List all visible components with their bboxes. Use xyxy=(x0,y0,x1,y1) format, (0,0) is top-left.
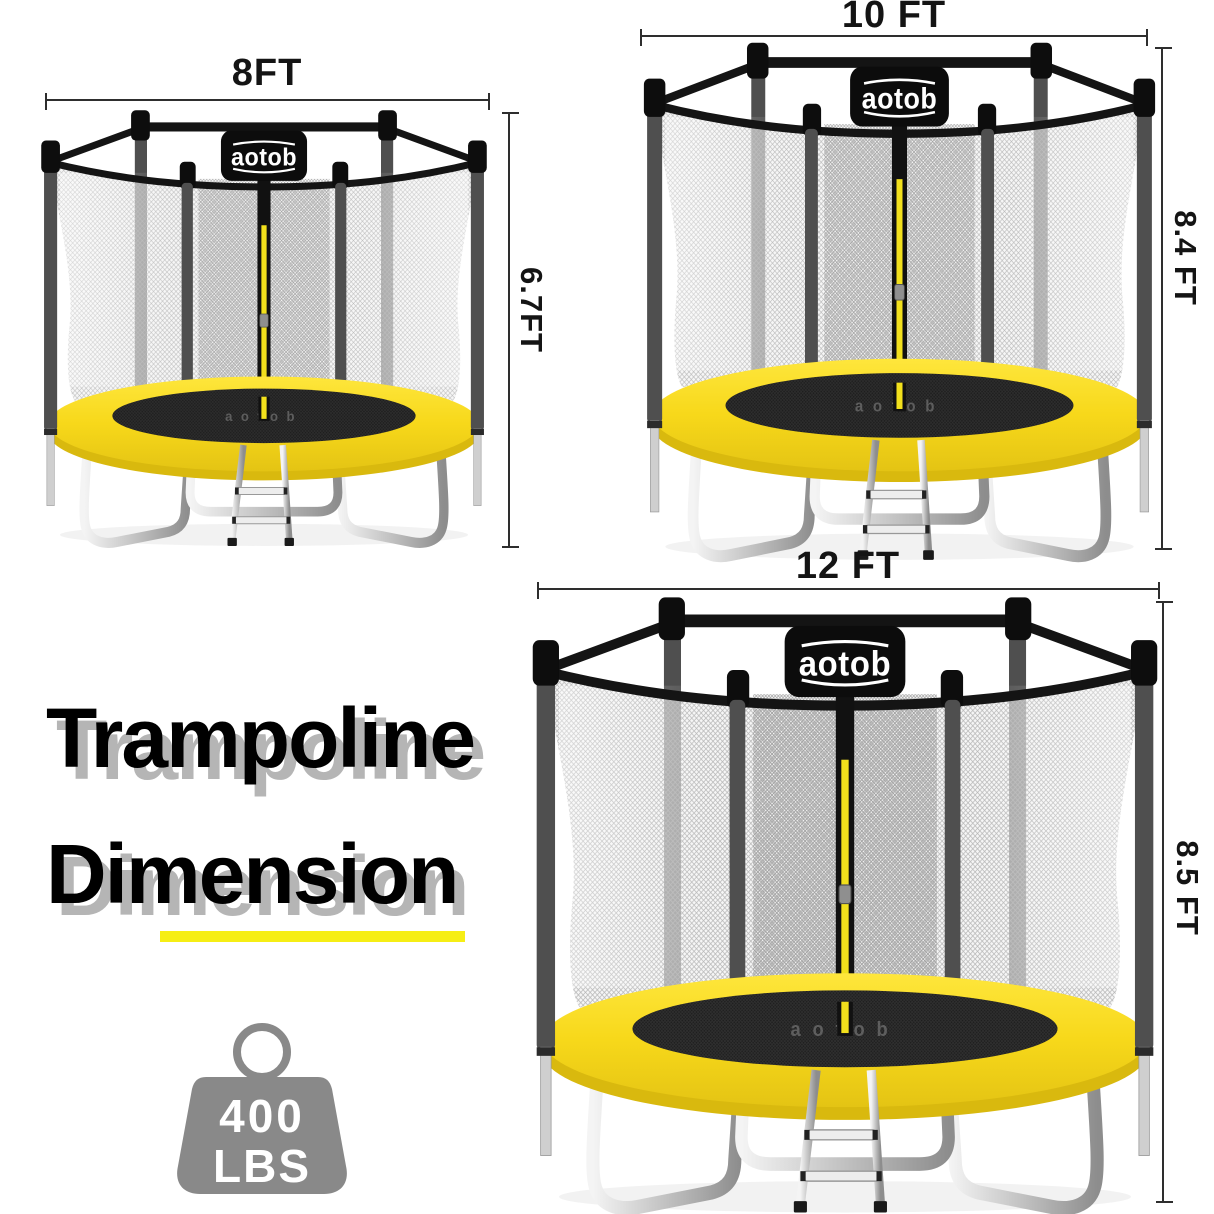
trampoline-illustration-10ft: aotob aotob xyxy=(643,42,1156,563)
weight-unit-label: LBS xyxy=(213,1140,311,1192)
trampoline-illustration-12ft: aotob aotob xyxy=(532,597,1158,1214)
trampoline-illustration-8ft: aotob aotob xyxy=(41,110,487,548)
brand-badge-label: aotob xyxy=(799,645,892,685)
brand-badge-label: aotob xyxy=(862,82,938,116)
brand-badge-label: aotob xyxy=(231,144,297,172)
weight-icon-body xyxy=(177,1077,347,1194)
title-underline xyxy=(160,931,465,942)
width-dimension-line-12ft xyxy=(537,582,1160,599)
width-dimension-label-8ft: 8FT xyxy=(231,52,303,94)
width-dimension-line-8ft xyxy=(45,93,490,110)
page-title-line-2: Dimension xyxy=(46,827,459,921)
weight-icon-handle xyxy=(233,1023,291,1081)
height-dimension-label-10ft: 8.4 FT xyxy=(1168,210,1203,306)
width-dimension-label-10ft: 10 FT xyxy=(841,0,947,36)
height-dimension-label-8ft: 6.7FT xyxy=(514,267,549,353)
width-dimension-label-12ft: 12 FT xyxy=(795,545,901,587)
weight-capacity-icon: 400 LBS xyxy=(177,1023,347,1194)
width-dimension-line-10ft xyxy=(640,29,1148,46)
weight-value-label: 400 xyxy=(219,1090,305,1142)
height-dimension-line-8ft xyxy=(502,112,519,548)
height-dimension-line-10ft xyxy=(1155,47,1172,550)
height-dimension-line-12ft xyxy=(1156,601,1173,1203)
page-title-line-1: Trampoline xyxy=(46,691,476,785)
